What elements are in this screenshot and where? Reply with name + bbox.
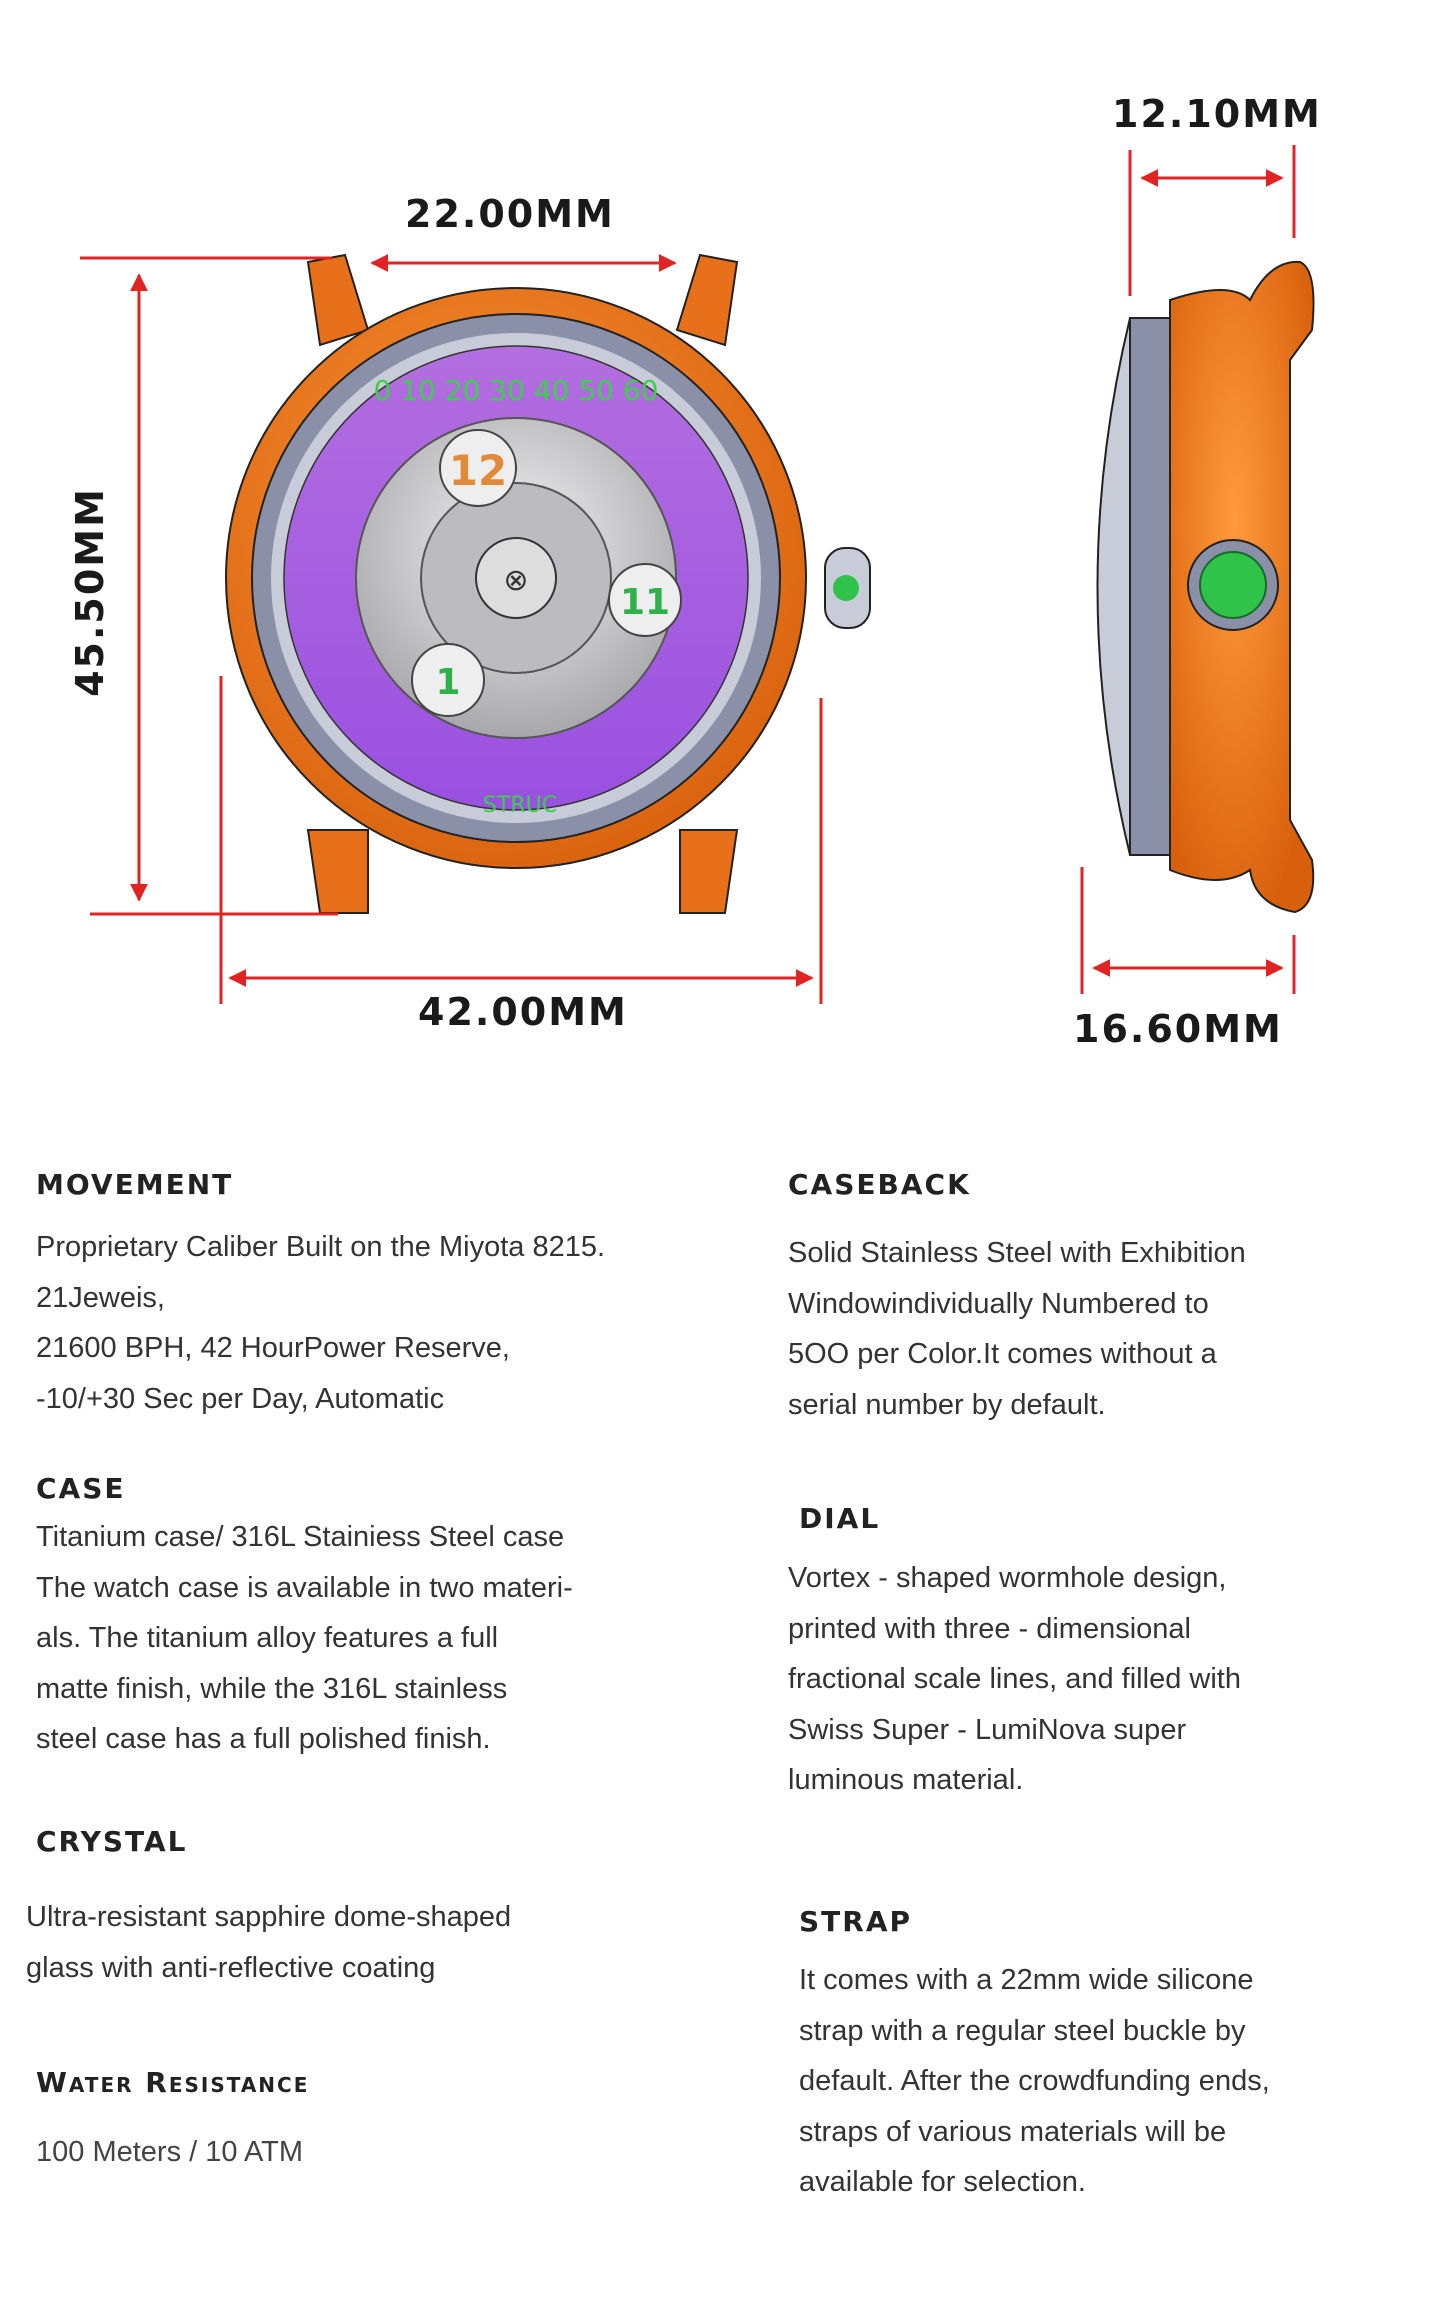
crystal-heading: CRYSTAL bbox=[36, 1825, 188, 1858]
case-text: Titanium case/ 316L Stainiess Steel case… bbox=[36, 1521, 573, 1755]
dimension-total-thickness: 16.60MM bbox=[1073, 1007, 1283, 1051]
strap-heading: STRAP bbox=[799, 1905, 913, 1938]
svg-text:12: 12 bbox=[449, 446, 507, 495]
dimension-case-thickness: 12.10MM bbox=[1112, 92, 1322, 136]
dimension-lug-width: 22.00MM bbox=[405, 192, 615, 236]
watch-front-view: ⊗ 12 11 1 0 10 20 30 40 50 60 STRUC bbox=[225, 253, 871, 914]
caseback-heading: CASEBACK bbox=[788, 1168, 971, 1201]
dial-scale: 0 10 20 30 40 50 60 bbox=[374, 374, 659, 407]
svg-text:1: 1 bbox=[435, 662, 460, 703]
dimension-lines bbox=[80, 145, 1296, 1004]
movement-heading: MOVEMENT bbox=[36, 1168, 234, 1201]
svg-text:11: 11 bbox=[620, 582, 670, 623]
movement-text: Proprietary Caliber Built on the Miyota … bbox=[36, 1231, 606, 1415]
dial-text: Vortex - shaped wormhole design,printed … bbox=[788, 1562, 1241, 1796]
water-resistance-text: 100 Meters / 10 ATM bbox=[36, 2136, 304, 2168]
watch-side-view bbox=[1096, 260, 1315, 914]
water-resistance-heading: Water Resistance bbox=[36, 2066, 310, 2099]
case-heading: CASE bbox=[36, 1472, 126, 1505]
dial-heading: DIAL bbox=[799, 1502, 881, 1535]
dimension-diameter: 42.00MM bbox=[418, 990, 628, 1034]
svg-text:⊗: ⊗ bbox=[503, 563, 528, 598]
dimension-height: 45.50MM bbox=[67, 487, 112, 697]
watch-technical-drawing: ⊗ 12 11 1 0 10 20 30 40 50 60 STRUC bbox=[80, 145, 1315, 1004]
dial-logo: STRUC bbox=[483, 793, 557, 818]
